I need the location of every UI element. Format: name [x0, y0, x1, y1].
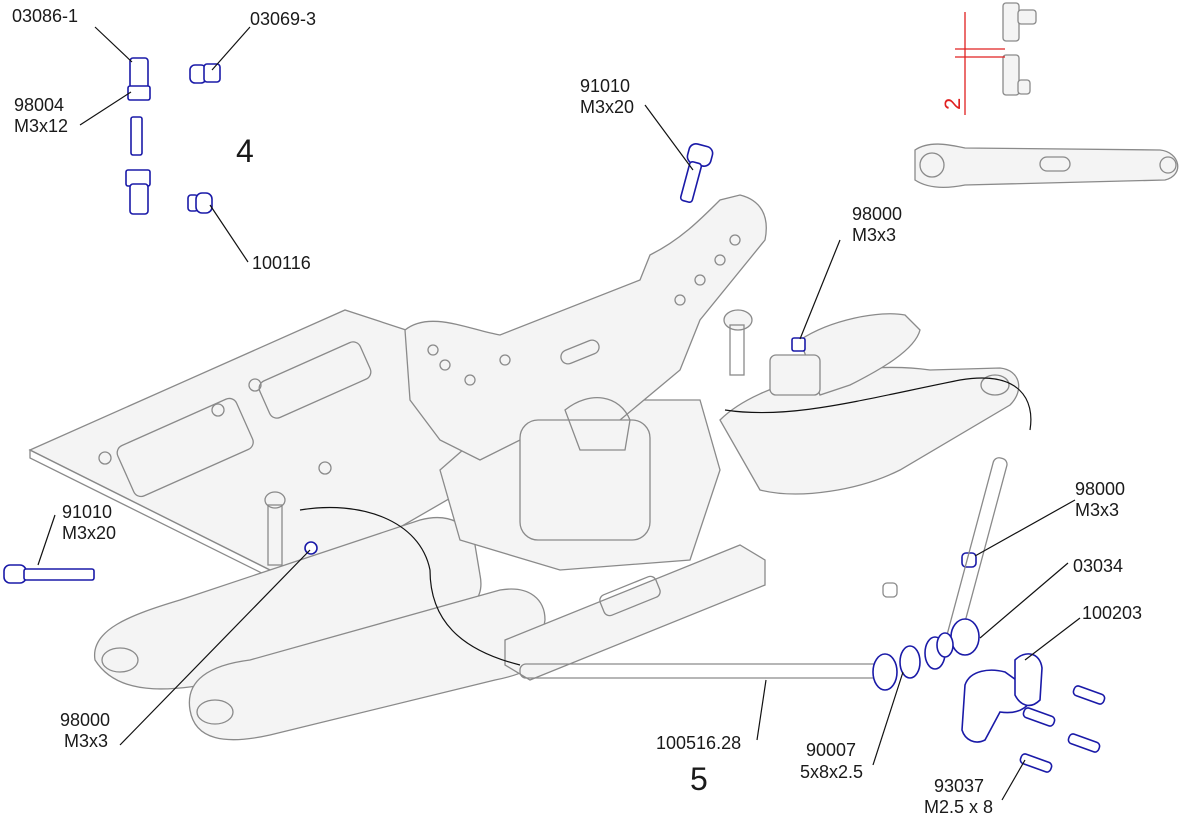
- step-number-5: 5: [690, 761, 708, 797]
- part-03086-1: [127, 57, 151, 101]
- leader-lines: [37, 26, 1081, 801]
- label-90007-code: 90007: [806, 740, 857, 760]
- part-03086-1-lower: [125, 169, 151, 215]
- label-91010-left-size: M3x20: [62, 523, 117, 543]
- label-90007-size: 5x8x2.5: [800, 762, 864, 782]
- rear-hinge-block: [504, 544, 766, 681]
- label-98000-right-code: 98000: [1075, 479, 1126, 499]
- part-98000-left: [304, 541, 318, 555]
- label-98000-left-size: M3x3: [64, 731, 109, 751]
- part-98000-right: [882, 552, 977, 598]
- label-03034: 03034: [1073, 556, 1124, 576]
- label-100516-28: 100516.28: [656, 733, 742, 753]
- dimension-value: 2: [940, 97, 965, 110]
- part-93037-screws: [1019, 685, 1106, 773]
- label-98004-code: 98004: [14, 95, 65, 115]
- label-100203: 100203: [1082, 603, 1143, 623]
- step-number-4: 4: [236, 133, 254, 169]
- label-98000-top-code: 98000: [852, 204, 903, 224]
- label-93037-code: 93037: [934, 776, 985, 796]
- part-03034-collar: [936, 618, 980, 658]
- label-98000-right-size: M3x3: [1075, 500, 1120, 520]
- label-98004-size: M3x12: [14, 116, 69, 136]
- label-93037-size: M2.5 x 8: [924, 797, 994, 817]
- label-03069-3: 03069-3: [250, 9, 317, 29]
- suspension-arms: [94, 313, 1020, 741]
- part-98000-top: [791, 337, 806, 352]
- label-91010-left-code: 91010: [62, 502, 113, 522]
- part-90007-bearings: [872, 636, 946, 691]
- detail-view: [914, 2, 1179, 189]
- part-91010-screw-left: [3, 564, 95, 584]
- part-03069-3: [189, 63, 221, 84]
- label-100116: 100116: [252, 253, 311, 273]
- part-98004-pin: [130, 116, 143, 156]
- label-98000-left-code: 98000: [60, 710, 111, 730]
- part-91010-screw-top: [679, 143, 714, 203]
- label-91010-top-size: M3x20: [580, 97, 635, 117]
- label-91010-top-code: 91010: [580, 76, 631, 96]
- part-100116: [187, 192, 213, 214]
- part-100203-mount: [961, 653, 1043, 743]
- gearbox-and-shock-tower: [264, 194, 821, 571]
- label-98000-top-size: M3x3: [852, 225, 897, 245]
- label-03086-1: 03086-1: [12, 6, 79, 26]
